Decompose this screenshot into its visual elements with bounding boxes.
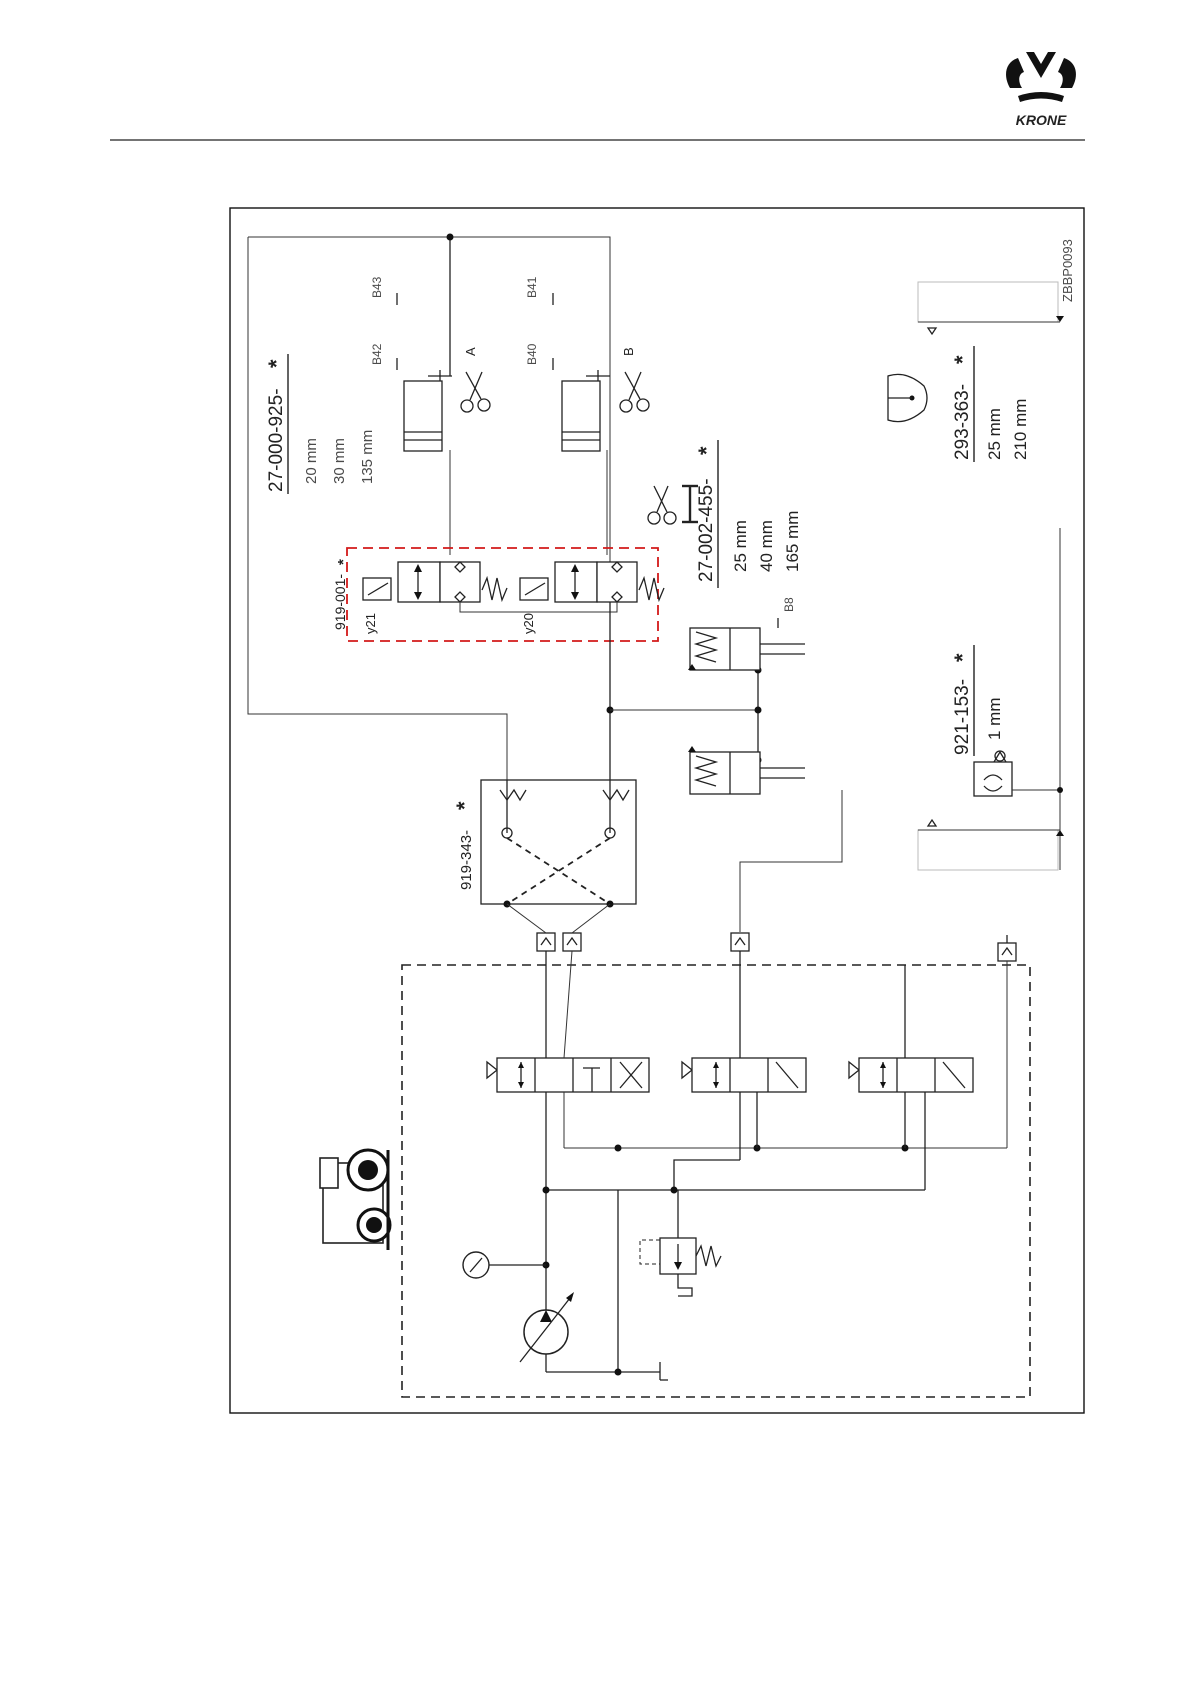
sensor-b8-label: B8 [782, 597, 796, 612]
accumulator-icon [888, 374, 927, 421]
sensor-b42-label: B42 [370, 343, 384, 365]
krone-logo: KRONE [1006, 52, 1076, 128]
scissors-icon [461, 372, 490, 412]
accumulator-part: 293-363- [952, 384, 973, 460]
solenoid-block-part: 919-001- [332, 574, 348, 630]
pressure-gauge-icon [463, 1252, 489, 1278]
cylinder-b [562, 370, 610, 451]
cylinder-group-label: 27-000-925- * 20 mm 30 mm 135 mm [264, 354, 376, 494]
scissors-icon [620, 372, 649, 412]
cylinder-kit-part: 27-002-455- [696, 478, 717, 582]
accumulator-star: * [950, 355, 975, 364]
cylinder-b-label: B [621, 347, 636, 356]
pressure-relief-valve-icon [640, 1190, 721, 1296]
solenoid-valve-y20 [520, 562, 664, 602]
spring-cylinder-lower [688, 746, 805, 794]
control-valve-2 [682, 1058, 806, 1092]
cylinder-a-label: A [463, 347, 478, 356]
solenoid-link-line [460, 602, 617, 612]
accumulator-dim-1: 25 mm [985, 408, 1004, 460]
control-valve-3 [849, 1058, 973, 1092]
top-pipework [248, 234, 610, 781]
throttle-part: 921-153- [952, 679, 973, 755]
cylinder-group-dim-3: 135 mm [359, 430, 376, 484]
cylinder-kit-star: * [694, 446, 719, 455]
hydraulic-pump-icon [520, 1292, 574, 1372]
throttle-star: * [950, 653, 975, 662]
sensor-b40-label: B40 [525, 343, 539, 365]
cylinder-group-dim-2: 30 mm [331, 438, 348, 484]
cylinder-kit-dim-3: 165 mm [783, 511, 802, 572]
throttle-check-valve [974, 751, 1012, 796]
solenoid-block-star: * [335, 559, 352, 565]
solenoid-valve-y21 [363, 562, 507, 602]
sensor-b43-label: B43 [370, 276, 384, 298]
tractor-pipework [488, 951, 1007, 1380]
cross-valve [481, 780, 636, 908]
cylinder-group-star: * [264, 359, 289, 368]
solenoid-y21-label: y21 [363, 613, 378, 634]
cylinder-kit-dim-1: 25 mm [731, 520, 750, 572]
cylinder-a [404, 370, 452, 451]
sensor-b41-label: B41 [525, 276, 539, 298]
brand-name: KRONE [1016, 112, 1067, 128]
quick-couplings [507, 904, 1016, 961]
solenoid-y20-label: y20 [521, 613, 536, 634]
accumulator-dim-2: 210 mm [1011, 399, 1030, 460]
cylinder-group-dim-1: 20 mm [303, 438, 320, 484]
tractor-icon [320, 1150, 390, 1250]
tractor-hydraulics-boundary [402, 965, 1030, 1397]
drawing-code: ZBBP0093 [1060, 239, 1075, 302]
cylinder-kit-dim-2: 40 mm [757, 520, 776, 572]
control-valve-1 [487, 1058, 649, 1092]
throttle-dim-1: 1 mm [985, 698, 1004, 741]
cross-valve-star: * [452, 801, 477, 810]
accumulator-cylinder-b8 [688, 618, 805, 670]
cross-valve-part: 919-343- [458, 830, 475, 890]
cylinder-kit-icons [648, 486, 698, 524]
cylinder-group-part: 27-000-925- [266, 388, 287, 492]
